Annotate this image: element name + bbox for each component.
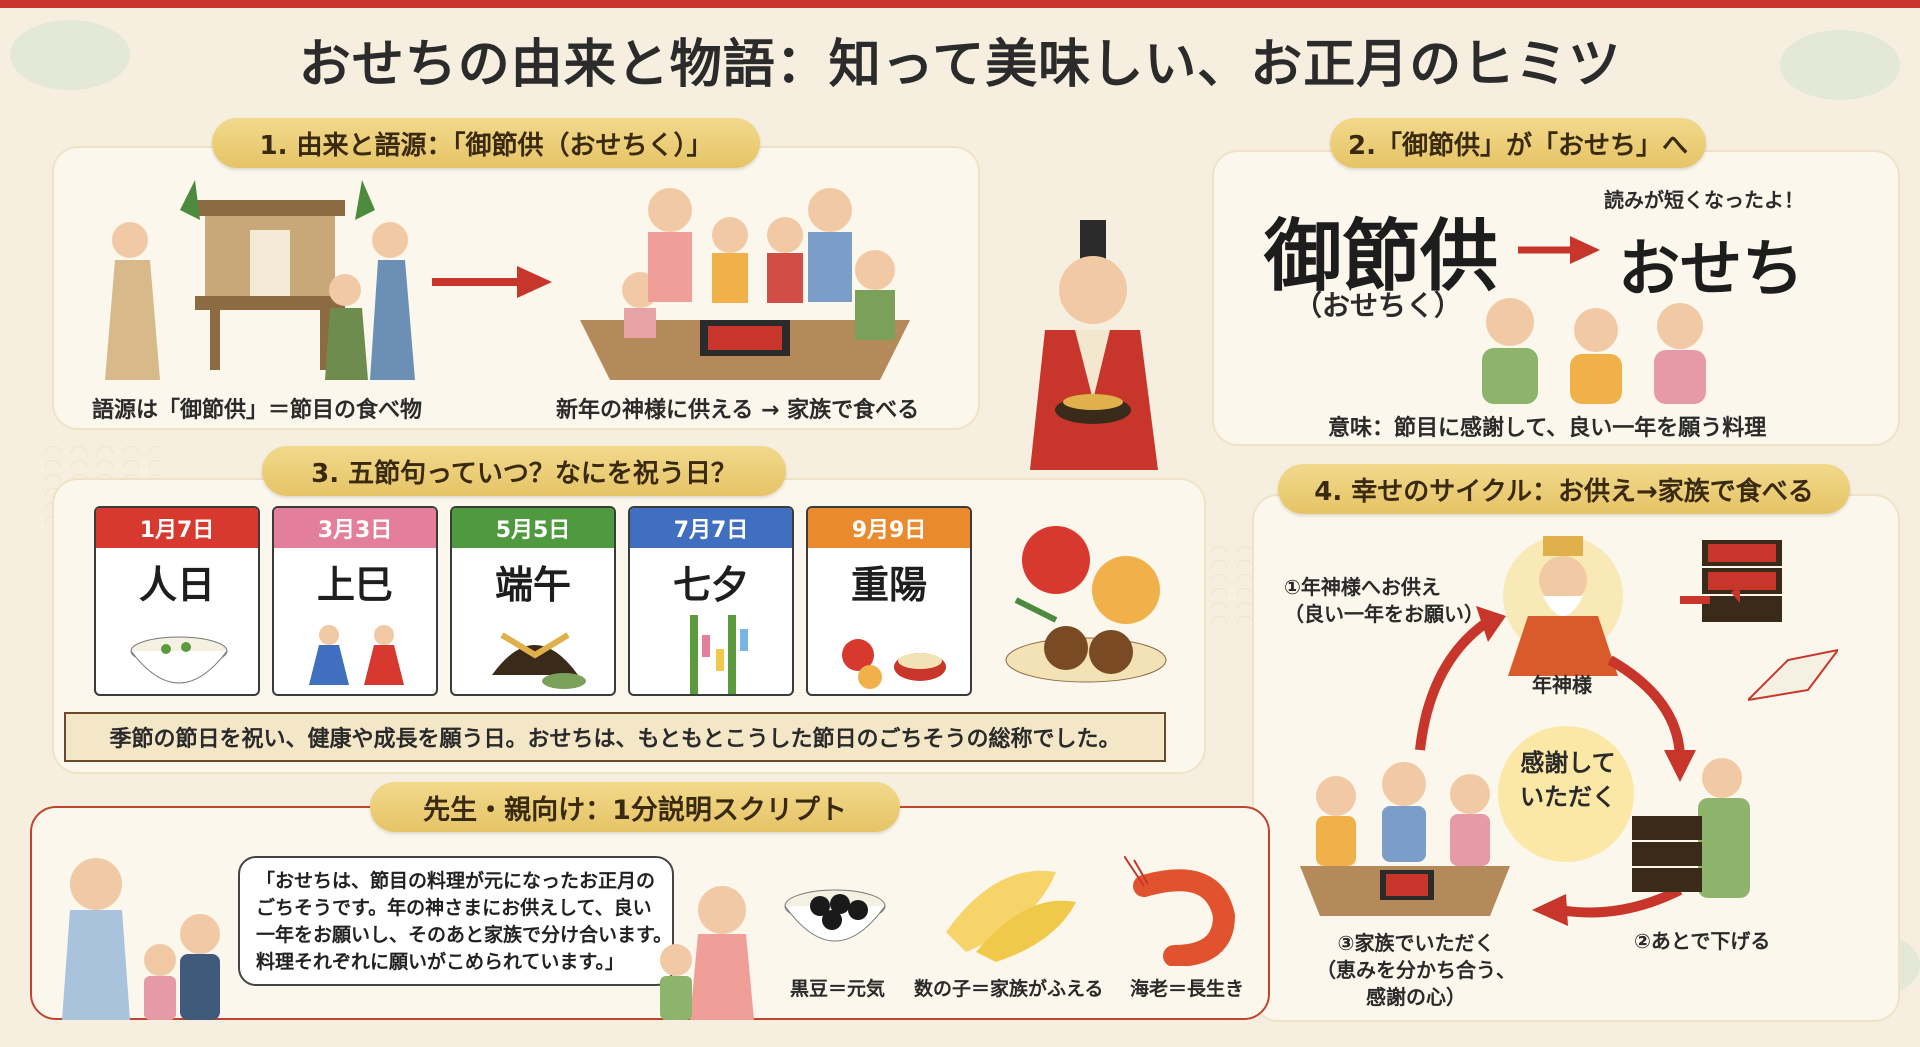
cycle-step-1-detail: （良い一年をお願い）	[1284, 602, 1484, 626]
samurai-helmet-icon	[492, 632, 586, 689]
center-gratitude-bubble	[1498, 726, 1634, 862]
calendar-card-tanabata: 7月7日 七夕	[628, 506, 794, 696]
script-line: 「おせちは、節目の料理が元になったお正月の	[256, 870, 656, 892]
old-word-reading: （おせちく）	[1294, 289, 1463, 322]
grateful-family-illustration	[1482, 298, 1706, 404]
cycle-step-3-detail-2: 感謝の心）	[1366, 985, 1466, 1009]
script-line: 料理それぞれに願いがこめられています。」	[256, 951, 625, 973]
center-gratitude-text: 感謝して いただく	[1520, 746, 1616, 814]
page-title: おせちの由来と物語：知って美味しい、お正月のヒミツ	[298, 35, 1622, 95]
family-meal-illustration	[580, 188, 910, 380]
calendar-date: 5月5日	[452, 508, 614, 548]
calendar-card-tango: 5月5日 端午	[450, 506, 616, 696]
calendar-date: 7月7日	[630, 508, 792, 548]
script-badge: 先生・親向け：1分説明スクリプト	[370, 782, 900, 832]
cycle-step-1-title: ①年神様へお供え	[1284, 575, 1441, 599]
shrimp-icon	[1124, 856, 1236, 966]
calendar-card-jinjitsu: 1月7日 人日	[94, 506, 260, 696]
origin-caption-right: 新年の神様に供える → 家族で食べる	[556, 398, 920, 423]
shrine-offering-illustration	[105, 180, 415, 380]
five-festivals-ribbon: 季節の節日を祝い、健康や成長を願う日。おせちは、もともとこうした節日のごちそうの…	[64, 712, 1166, 762]
naming-meaning: 意味：節目に感謝して、良い一年を願う料理	[1328, 416, 1767, 441]
bamboo-icon	[690, 615, 748, 694]
shortened-shout: 読みが短くなったよ！	[1604, 188, 1804, 212]
chrysanthemum-chestnut-illustration	[1005, 526, 1167, 683]
calendar-card-joshi: 3月3日 上巳	[272, 506, 438, 696]
food-label-ebi: 海老＝長生き	[1130, 978, 1245, 1000]
teacher-children-illustration	[62, 858, 220, 1020]
pine-decoration	[1780, 30, 1900, 100]
new-word: おせち	[1618, 232, 1805, 305]
cycle-step-1: ①年神様へお供え （良い一年をお願い）	[1284, 574, 1484, 628]
center-line-2: いただく	[1520, 783, 1616, 811]
origin-badge: 1. 由来と語源：「御節供（おせちく）」	[212, 118, 760, 168]
mother-child-illustration	[660, 886, 754, 1020]
cycle-step-3-detail-1: （恵みを分かち合う、	[1316, 958, 1516, 982]
calendar-festival-name: 端午	[494, 563, 571, 607]
black-beans-icon	[784, 889, 886, 942]
old-word: 御節供	[1264, 212, 1499, 302]
god-label: 年神様	[1532, 673, 1592, 697]
jubako-box-illustration	[1702, 540, 1782, 622]
origin-caption-left: 語源は「御節供」＝節目の食べ物	[92, 398, 423, 423]
center-line-1: 感謝して	[1520, 749, 1616, 777]
right-arrow-icon	[432, 266, 552, 298]
script-line: 一年をお願いし、そのあと家族で分け合います。	[256, 924, 673, 946]
calendar-date: 9月9日	[808, 508, 970, 548]
pine-decoration	[10, 20, 130, 90]
cycle-arrows-icon	[1415, 587, 1740, 926]
calendar-date: 3月3日	[274, 508, 436, 548]
rice-porridge-icon	[130, 636, 228, 684]
calendar-festival-name: 人日	[138, 563, 215, 607]
chrysanthemum-icon	[842, 639, 946, 689]
food-label-kazunoko: 数の子＝家族がふえる	[914, 978, 1104, 1000]
calendar-card-choyo: 9月9日 重陽	[806, 506, 972, 696]
naming-panel	[1212, 150, 1900, 446]
script-speech-bubble: 「おせちは、節目の料理が元になったお正月の ごちそうです。年の神さまにお供えして…	[238, 856, 674, 986]
calendar-festival-name: 上巳	[316, 563, 393, 607]
cycle-step-2: ②あとで下げる	[1634, 929, 1771, 953]
cycle-step-3-title: ③家族でいただく	[1337, 931, 1495, 955]
lowering-offering-illustration	[1632, 758, 1750, 898]
noble-person-illustration	[1030, 220, 1158, 470]
cycle-step-3: ③家族でいただく （恵みを分かち合う、 感謝の心）	[1316, 930, 1516, 1011]
toshigami-god-illustration	[1503, 536, 1623, 676]
script-line: ごちそうです。年の神さまにお供えして、良い	[256, 897, 652, 919]
herring-roe-icon	[946, 870, 1076, 962]
calendar-festival-name: 重陽	[850, 563, 927, 607]
hina-dolls-icon	[309, 625, 404, 685]
naming-badge: 2.「御節供」が「おせち」へ	[1330, 118, 1706, 168]
calendar-date: 1月7日	[96, 508, 258, 548]
five-festivals-badge: 3. 五節句っていつ？なにを祝う日？	[262, 446, 786, 496]
right-arrow-icon	[1518, 236, 1600, 264]
top-red-bar	[0, 0, 1920, 8]
crane-origami-icon	[1748, 648, 1838, 702]
cycle-badge: 4. 幸せのサイクル：お供え→家族で食べる	[1278, 464, 1850, 514]
calendar-festival-name: 七夕	[672, 563, 749, 607]
food-label-kuromame: 黒豆＝元気	[790, 978, 886, 1000]
family-eating-illustration	[1300, 762, 1510, 916]
